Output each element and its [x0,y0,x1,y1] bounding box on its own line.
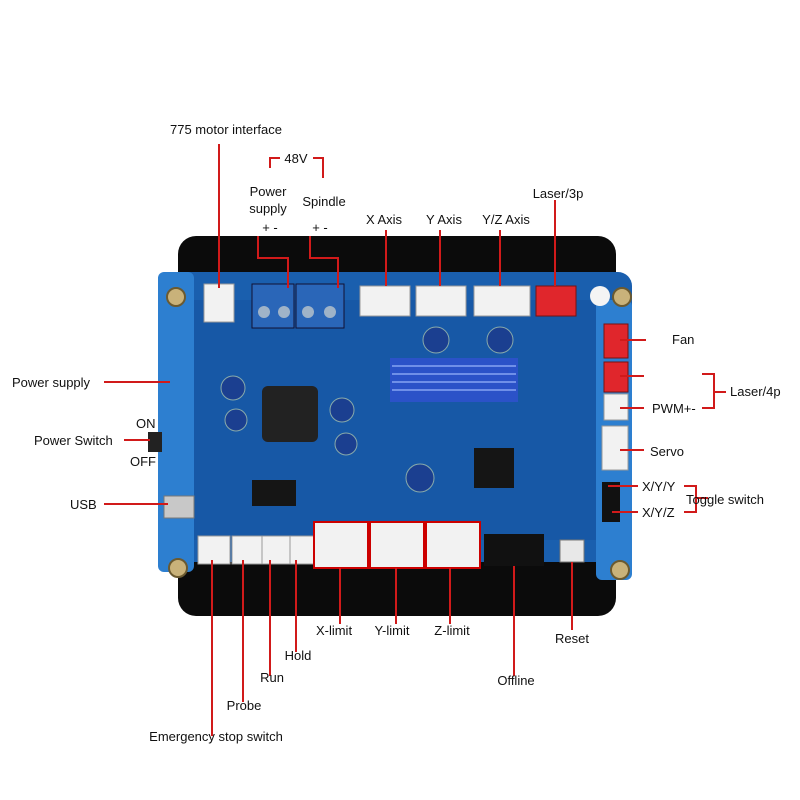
terminal-screw [278,306,290,318]
toggle-switch-part [602,482,620,522]
label-power-supply-left: Power supply [12,375,91,390]
label-pwm: PWM+- [652,401,696,416]
leader-line [702,373,715,409]
label-power-supply-top-line2: supply [249,201,287,216]
leader-line [309,236,339,288]
leader-line [313,157,324,178]
label-toggle-switch: Toggle switch [686,492,765,507]
label-hold: Hold [284,648,312,663]
x-limit-connector [313,521,369,569]
estop-connector [197,535,231,565]
label-power-supply-polarity: + - [262,220,278,235]
x-axis-connector [359,285,411,317]
hold-connector [289,535,315,565]
capacitor [422,326,450,354]
label-offline: Offline [497,673,535,688]
label-fan: Fan [672,332,695,347]
mount-screw-tl [166,287,186,307]
label-reset: Reset [555,631,589,646]
label-power-switch: Power Switch [34,433,113,448]
power-switch-part [148,432,162,452]
servo-connector [601,425,629,471]
ic-chip [252,480,296,506]
label-laser-3p: Laser/3p [532,186,584,201]
spindle-terminal-block [295,283,345,329]
z-limit-connector [425,521,481,569]
reset-button-part [559,539,585,563]
label-run: Run [260,670,284,685]
label-spindle: Spindle [302,194,346,209]
label-probe: Probe [226,698,262,713]
mcu-chip [474,448,514,488]
label-servo: Servo [650,444,684,459]
y-axis-connector [415,285,467,317]
mount-bracket-left [158,272,194,572]
label-775-motor-interface: 775 motor interface [169,122,283,137]
run-connector [261,535,291,565]
yz-axis-connector [473,285,531,317]
label-laser-4p: Laser/4p [730,384,781,399]
leader-lines [104,144,726,736]
leader-line [257,236,289,288]
heatsink [390,358,518,402]
label-yz-axis: Y/Z Axis [482,212,530,227]
probe-connector [231,535,263,565]
mount-screw-br [610,560,630,580]
terminal-screw [324,306,336,318]
label-48v: 48V [284,151,308,166]
capacitor [329,397,355,423]
usb-port [163,495,195,519]
label-xyy: X/Y/Y [642,479,676,494]
label-x-axis: X Axis [365,212,403,227]
y-limit-connector [369,521,425,569]
label-z-limit: Z-limit [434,623,470,638]
label-y-limit: Y-limit [374,623,410,638]
offline-header [484,534,544,566]
label-x-limit: X-limit [315,623,353,638]
label-xyz: X/Y/Z [642,505,675,520]
label-usb: USB [70,497,97,512]
terminal-screw [258,306,270,318]
label-emergency-stop-switch: Emergency stop switch [149,729,283,744]
terminal-screw [302,306,314,318]
motor-775-connector [203,283,235,323]
standoff-top-right [590,286,610,306]
capacitor [220,375,246,401]
leader-line [269,157,280,168]
label-off: OFF [130,454,156,469]
mount-screw-bl [168,558,188,578]
capacitor [334,432,358,456]
capacitor [486,326,514,354]
laser-3p-connector [535,285,577,317]
label-spindle-polarity: + - [312,220,328,235]
capacitor [405,463,435,493]
capacitor [224,408,248,432]
inductor [262,386,318,442]
mount-screw-tr [612,287,632,307]
pcb-shade [190,300,600,540]
power-terminal-block [251,283,295,329]
label-y-axis: Y Axis [426,212,462,227]
label-power-supply-top-line1: Power [249,184,287,199]
label-on: ON [136,416,156,431]
